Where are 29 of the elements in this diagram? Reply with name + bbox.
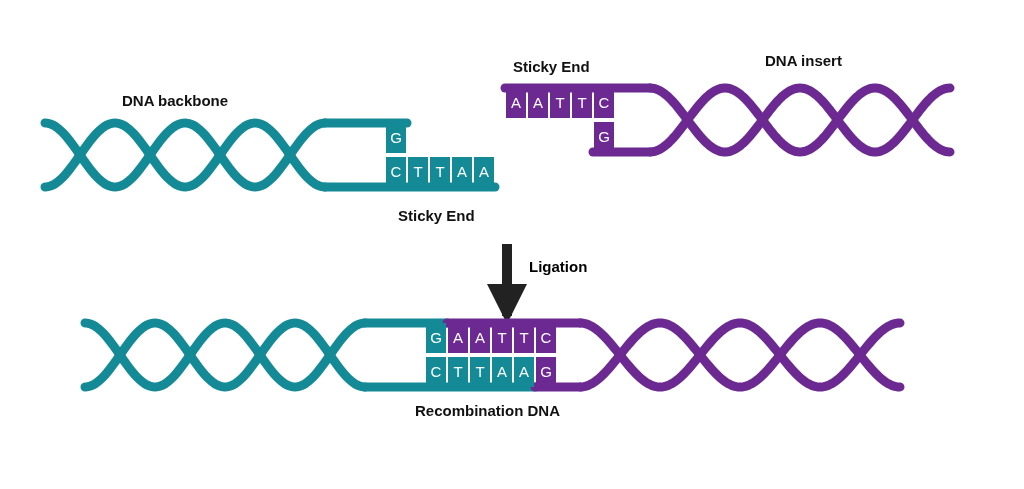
base-letter: C bbox=[429, 362, 443, 382]
base-letter: A bbox=[452, 328, 464, 348]
base-letter: A bbox=[478, 162, 490, 182]
base-letter: A bbox=[456, 162, 468, 182]
base-letter: A bbox=[518, 362, 530, 382]
sticky-end-caption: Sticky End bbox=[398, 207, 475, 224]
molecule-title: DNA insert bbox=[765, 52, 842, 69]
base-letter: C bbox=[539, 328, 553, 348]
base-letter: A bbox=[474, 328, 486, 348]
base-letter: T bbox=[518, 328, 530, 348]
base-letter: T bbox=[576, 93, 588, 113]
base-letter: C bbox=[597, 93, 611, 113]
base-letter: T bbox=[452, 362, 464, 382]
molecule-title: Sticky End bbox=[513, 58, 590, 75]
base-letter: T bbox=[496, 328, 508, 348]
molecule-title: Recombination DNA bbox=[415, 402, 560, 419]
base-letter: T bbox=[434, 162, 446, 182]
base-letter: T bbox=[474, 362, 486, 382]
base-letter: C bbox=[389, 162, 403, 182]
base-letter: G bbox=[597, 127, 611, 147]
base-letter: T bbox=[554, 93, 566, 113]
base-letter: T bbox=[412, 162, 424, 182]
base-letter: G bbox=[389, 128, 403, 148]
base-letter: G bbox=[429, 328, 443, 348]
base-letter: A bbox=[510, 93, 522, 113]
molecule-title: DNA backbone bbox=[122, 92, 229, 109]
base-letter: G bbox=[539, 362, 553, 382]
base-letter: A bbox=[496, 362, 508, 382]
base-letter: A bbox=[532, 93, 544, 113]
